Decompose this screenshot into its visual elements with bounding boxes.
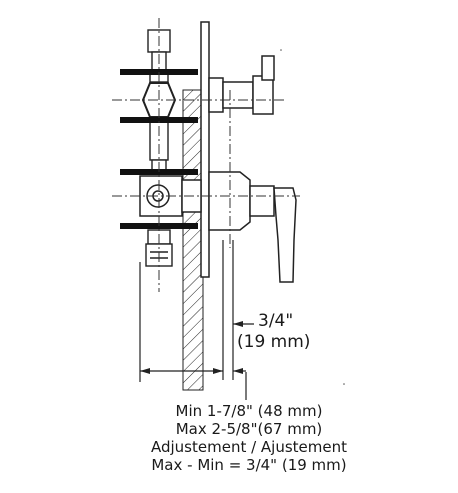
note-max: Max 2-5/8"(67 mm) xyxy=(175,420,323,438)
adjustment-notes: Min 1-7/8" (48 mm) Max 2-5/8"(67 mm) Adj… xyxy=(0,402,458,474)
note-min: Min 1-7/8" (48 mm) xyxy=(175,402,323,420)
center-lines xyxy=(112,18,300,292)
trim-plate xyxy=(200,21,210,278)
diverter-cartridge xyxy=(208,55,275,115)
wall-section xyxy=(182,89,204,391)
note-adjustment: Adjustement / Ajustement xyxy=(150,438,348,456)
dimension-label-mm: (19 mm) xyxy=(237,332,311,352)
note-range: Max - Min = 3/4" (19 mm) xyxy=(151,456,347,474)
dimension-arrows xyxy=(140,321,243,374)
lever-handle xyxy=(208,171,297,283)
dimension-label-inches: 3/4" xyxy=(258,311,294,331)
